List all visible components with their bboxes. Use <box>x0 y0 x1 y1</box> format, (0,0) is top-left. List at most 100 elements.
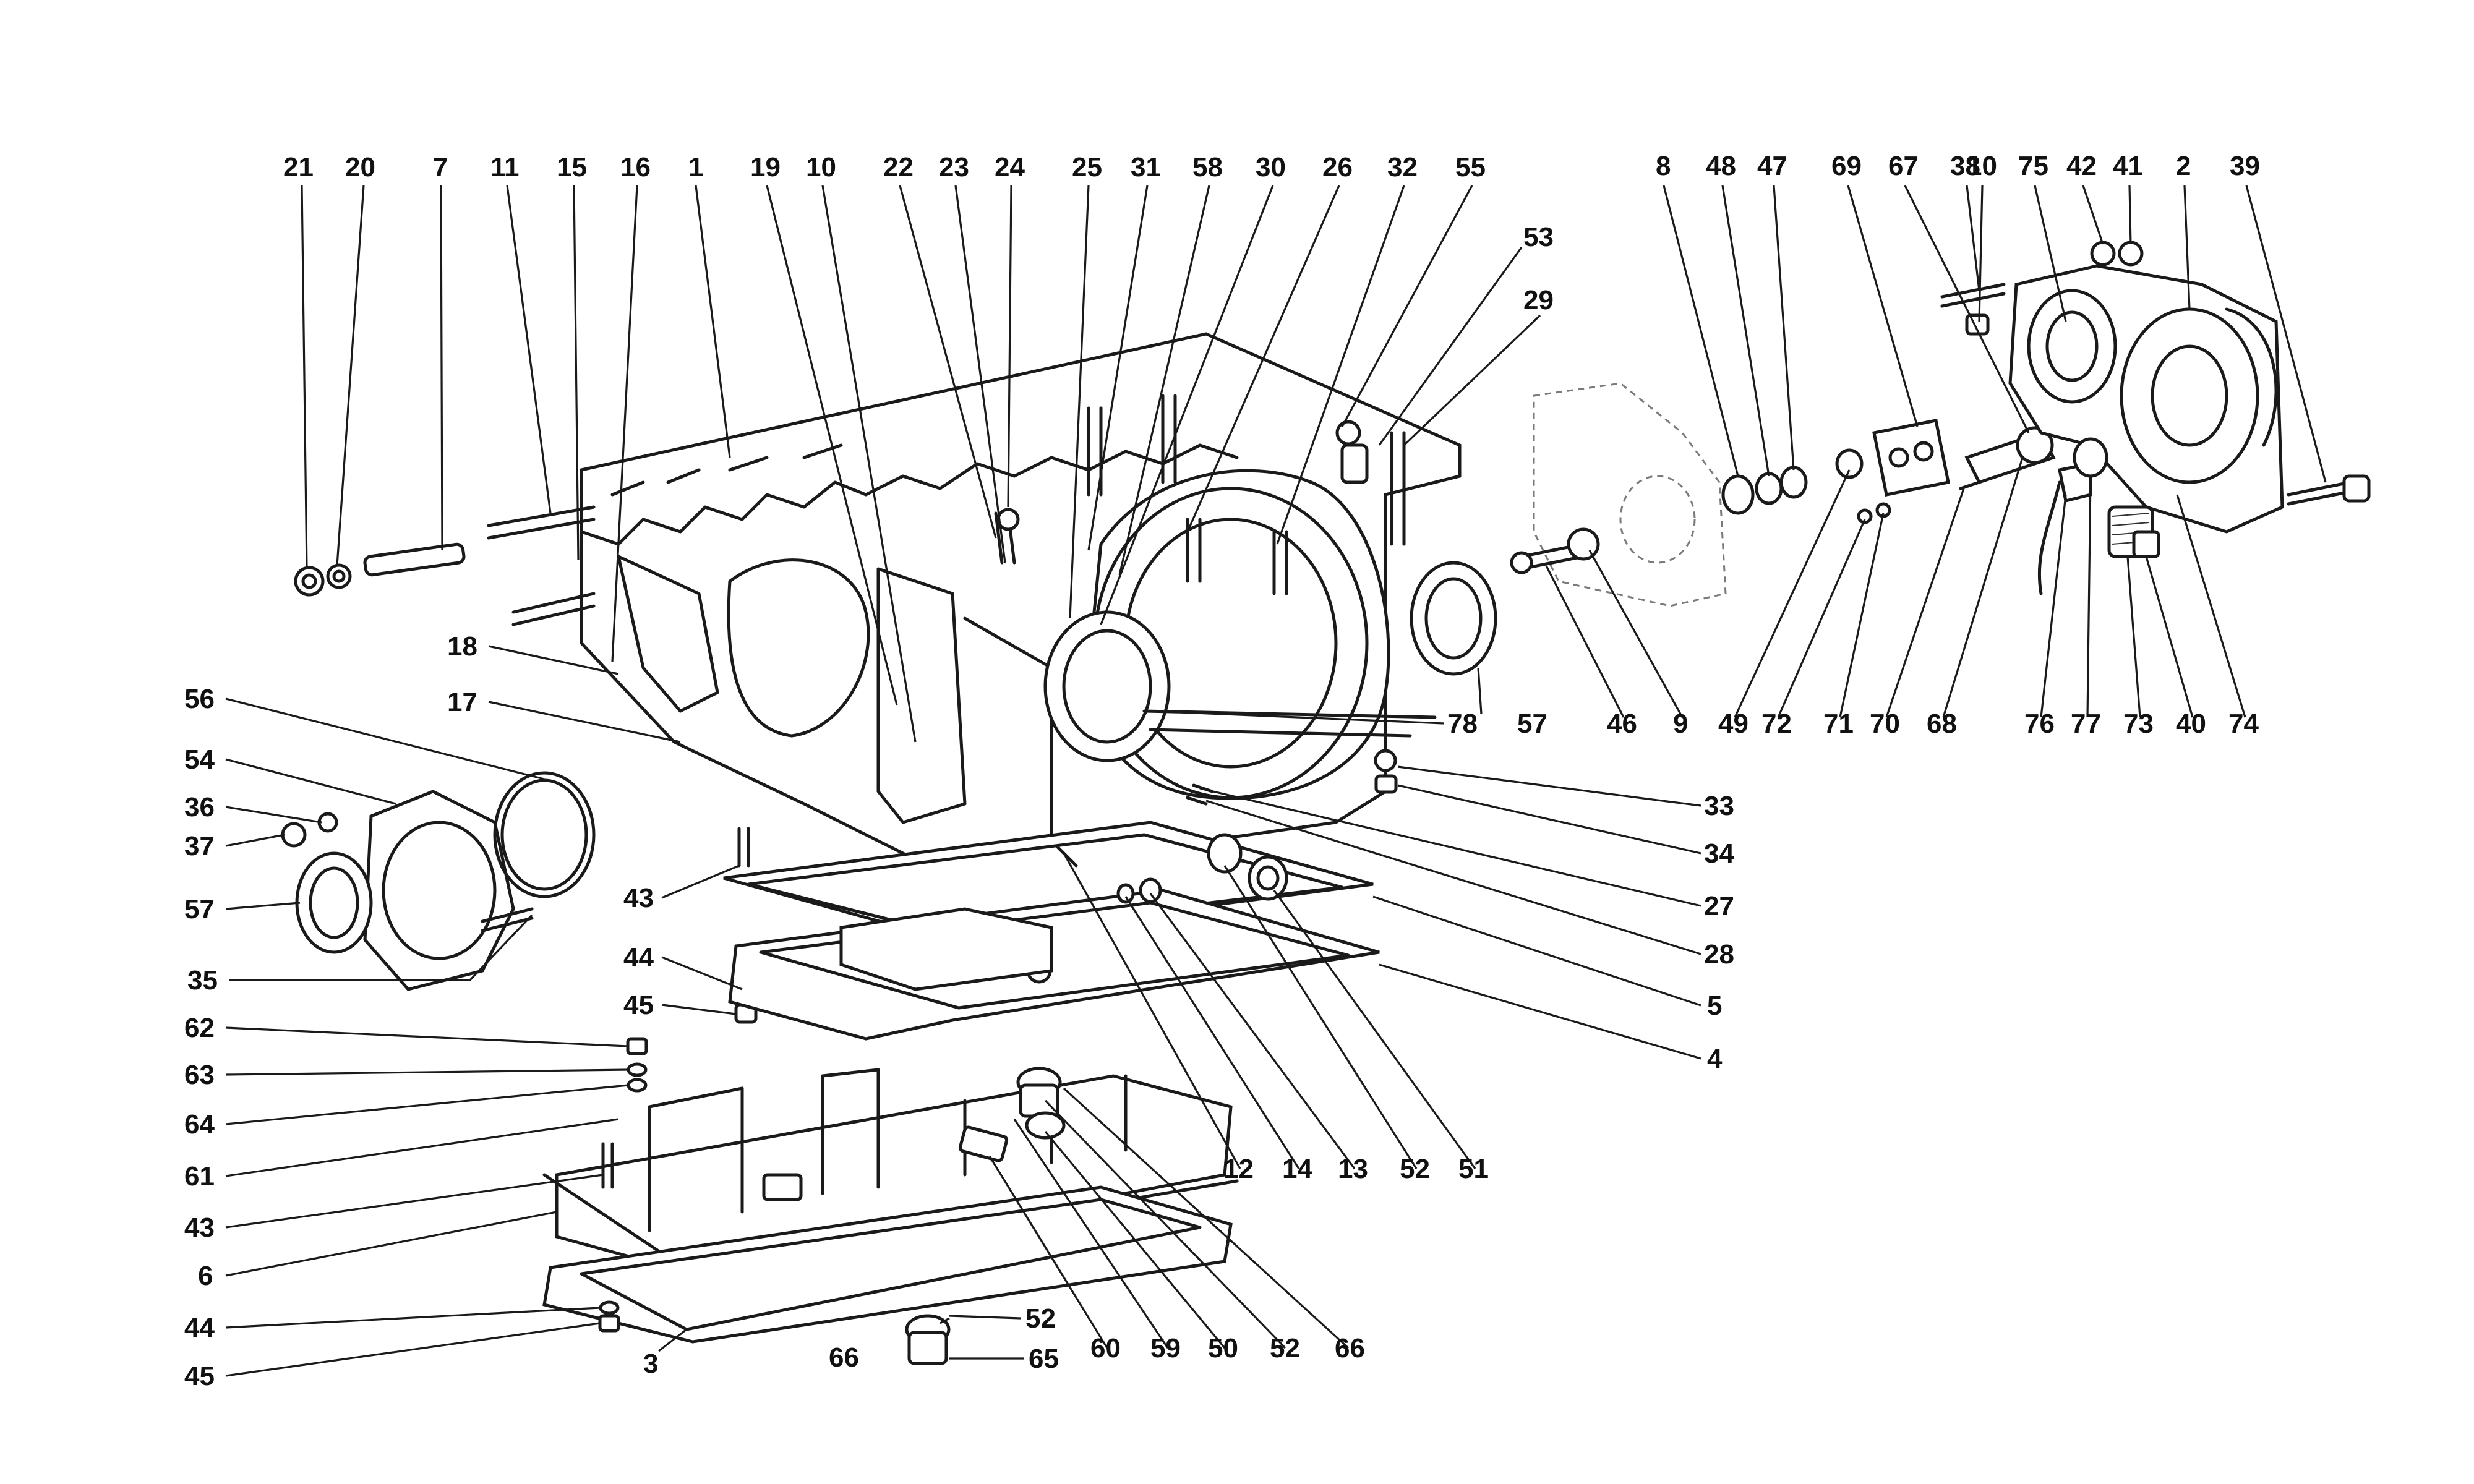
fasteners-left-column <box>598 1037 648 1333</box>
callout-10: 10 <box>806 152 836 182</box>
callout-35: 35 <box>187 965 218 996</box>
callout-56: 56 <box>184 684 215 714</box>
callout-73: 73 <box>2123 709 2154 739</box>
callout-33: 33 <box>1704 791 1734 821</box>
oil-sump-6 <box>542 1068 1239 1344</box>
callout-9: 9 <box>1673 709 1688 739</box>
callout-5: 5 <box>1707 991 1722 1021</box>
callout-60: 60 <box>1090 1333 1121 1363</box>
callout-30: 30 <box>1256 152 1286 182</box>
callout-52-bottom: 52 <box>1025 1303 1056 1334</box>
callout-51: 51 <box>1458 1154 1489 1184</box>
callout-45-left: 45 <box>184 1361 215 1391</box>
callout-18: 18 <box>447 631 477 662</box>
callout-75: 75 <box>2018 151 2048 181</box>
callout-44-left: 44 <box>184 1313 215 1343</box>
callout-48: 48 <box>1706 151 1736 181</box>
nut-washer-21-20 <box>294 563 352 597</box>
callout-62: 62 <box>184 1013 215 1043</box>
callout-74: 74 <box>2228 709 2259 739</box>
callout-67: 67 <box>1888 151 1919 181</box>
callout-50: 50 <box>1208 1333 1238 1363</box>
callout-71: 71 <box>1823 709 1854 739</box>
callout-63: 63 <box>184 1060 215 1090</box>
callout-15: 15 <box>557 152 587 182</box>
callout-52-center: 52 <box>1400 1154 1430 1184</box>
callout-10-right: 10 <box>1967 151 1997 181</box>
bell-housing <box>1043 469 1437 800</box>
callout-57-right: 57 <box>1517 709 1547 739</box>
callout-26: 26 <box>1322 152 1353 182</box>
callout-7: 7 <box>433 152 448 182</box>
callout-72: 72 <box>1761 709 1792 739</box>
callout-52-bottom-right: 52 <box>1270 1333 1300 1363</box>
callout-43-left: 43 <box>184 1213 215 1243</box>
callout-12: 12 <box>1223 1154 1254 1184</box>
callout-46: 46 <box>1607 709 1637 739</box>
reverse-light-switch-group <box>2037 437 2160 595</box>
callout-66-right: 66 <box>1335 1333 1365 1363</box>
callout-42: 42 <box>2066 151 2097 181</box>
callout-76: 76 <box>2024 709 2055 739</box>
callout-68: 68 <box>1927 709 1957 739</box>
callout-21: 21 <box>283 152 314 182</box>
callout-53: 53 <box>1523 222 1554 252</box>
callout-14: 14 <box>1282 1154 1312 1184</box>
callout-54: 54 <box>184 744 215 775</box>
callout-11: 11 <box>490 152 520 182</box>
callout-17: 17 <box>447 687 477 717</box>
callout-4: 4 <box>1707 1044 1723 1074</box>
leader-lines <box>225 185 2327 1377</box>
callout-41: 41 <box>2113 151 2143 181</box>
callout-27: 27 <box>1704 891 1734 921</box>
callout-31: 31 <box>1131 152 1161 182</box>
callout-23: 23 <box>939 152 969 182</box>
callout-64: 64 <box>184 1109 215 1140</box>
callout-78: 78 <box>1447 709 1478 739</box>
sump-drain-plugs <box>905 1067 1066 1365</box>
drain-plugs-center <box>1056 833 1288 904</box>
callout-65: 65 <box>1029 1344 1059 1374</box>
callout-39: 39 <box>2230 151 2260 181</box>
callout-49: 49 <box>1718 709 1748 739</box>
callout-labels: 21 20 7 11 15 16 1 19 10 22 23 24 25 31 … <box>184 151 2260 1391</box>
gasket-plate-4-5 <box>723 821 1380 1041</box>
callout-44-mid: 44 <box>623 942 654 973</box>
washers-8-48-47 <box>1721 466 1808 515</box>
callout-29: 29 <box>1523 285 1554 315</box>
studs-top <box>363 394 1406 626</box>
callout-1: 1 <box>688 152 703 182</box>
callout-8: 8 <box>1656 151 1671 181</box>
callout-19: 19 <box>750 152 781 182</box>
callout-55: 55 <box>1455 152 1486 182</box>
callout-13: 13 <box>1338 1154 1368 1184</box>
selector-cover-2 <box>2008 264 2284 534</box>
callout-32: 32 <box>1387 152 1418 182</box>
callout-66-left: 66 <box>829 1342 859 1373</box>
callout-43-mid: 43 <box>623 883 654 913</box>
side-cover-54 <box>281 771 596 991</box>
callout-34: 34 <box>1704 838 1734 869</box>
callout-6: 6 <box>198 1261 213 1291</box>
callout-38: 38 <box>1950 151 1980 181</box>
callout-16: 16 <box>620 152 651 182</box>
callout-20: 20 <box>345 152 375 182</box>
callout-45-mid: 45 <box>623 990 654 1020</box>
front-cover-plate <box>1510 382 1727 607</box>
callout-2: 2 <box>2176 151 2191 181</box>
speedometer-drive-group <box>1835 419 2056 524</box>
callout-28: 28 <box>1704 939 1734 970</box>
callout-47: 47 <box>1757 151 1787 181</box>
callout-58: 58 <box>1192 152 1223 182</box>
callout-3: 3 <box>643 1349 658 1379</box>
callout-37: 37 <box>184 831 215 861</box>
callout-40: 40 <box>2176 709 2206 739</box>
callout-69: 69 <box>1831 151 1862 181</box>
callout-22: 22 <box>883 152 914 182</box>
callout-61: 61 <box>184 1161 215 1192</box>
callout-70: 70 <box>1870 709 1900 739</box>
callout-24: 24 <box>995 152 1025 182</box>
oil-seal-57-right <box>1410 561 1497 676</box>
callout-25: 25 <box>1072 152 1102 182</box>
